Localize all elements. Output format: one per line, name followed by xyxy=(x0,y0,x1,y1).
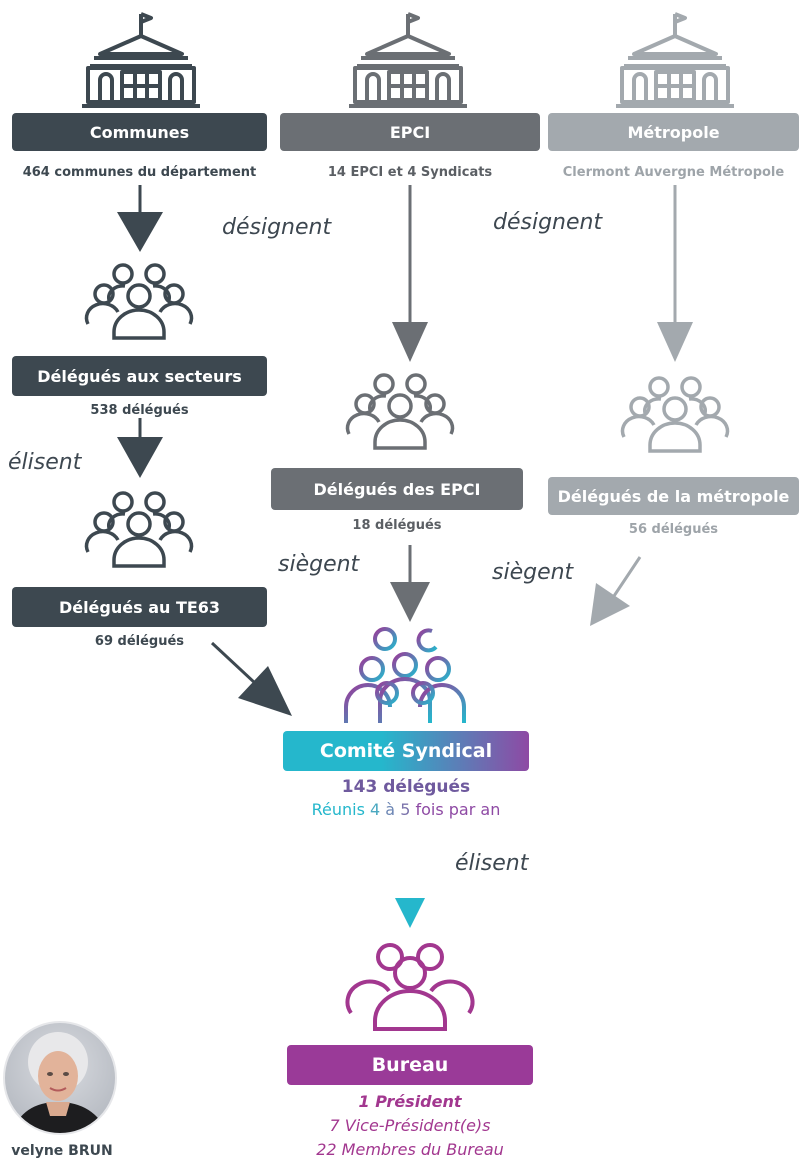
delegues-te63-label: Délégués au TE63 xyxy=(58,597,221,617)
delegues-epci-label: Délégués des EPCI xyxy=(313,479,481,499)
arrow-metropole-to-delegues xyxy=(657,185,693,362)
group-epci-icon xyxy=(345,373,455,450)
metropole-town-hall-icon xyxy=(616,12,734,108)
epci-box: EPCI xyxy=(280,113,540,151)
frequency-prefix: Réunis xyxy=(311,800,371,819)
arrow-secteurs-to-te63 xyxy=(117,418,163,478)
group-metropole-icon xyxy=(620,376,730,453)
verb-designent-left: désignent xyxy=(222,215,332,240)
epci-town-hall-icon xyxy=(349,12,467,108)
communes-box: Communes xyxy=(12,113,267,151)
delegues-secteurs-box: Délégués aux secteurs xyxy=(12,356,267,396)
arrow-epci-to-comite xyxy=(390,545,430,622)
bureau-line1: 1 Président xyxy=(358,1092,462,1111)
communes-town-hall-icon xyxy=(82,12,200,108)
delegues-te63-box: Délégués au TE63 xyxy=(12,587,267,627)
communes-caption: 464 communes du département xyxy=(22,165,257,180)
verb-siegent-left: siègent xyxy=(278,552,360,577)
frequency-n1: 4 xyxy=(370,800,381,819)
delegues-epci-box: Délégués des EPCI xyxy=(271,468,523,510)
delegues-secteurs-count: 538 délégués xyxy=(90,403,189,418)
arrow-epci-to-delegues xyxy=(392,185,428,362)
epci-label: EPCI xyxy=(389,122,431,142)
group-te63-icon xyxy=(84,491,194,568)
person-name: velyne BRUN xyxy=(11,1143,113,1159)
frequency-n2: 5 xyxy=(400,800,411,819)
bureau-line2: 7 Vice-Président(e)s xyxy=(329,1116,491,1135)
bureau-line3: 22 Membres du Bureau xyxy=(316,1140,504,1159)
comite-label: Comité Syndical xyxy=(319,740,493,762)
comite-frequency: Réunis 4 à 5 fois par an xyxy=(283,800,529,819)
comite-count: 143 délégués xyxy=(341,777,471,797)
verb-designent-right: désignent xyxy=(493,210,603,235)
communes-label: Communes xyxy=(89,122,190,142)
metropole-caption: Clermont Auvergne Métropole xyxy=(562,165,785,180)
delegues-metropole-count: 56 délégués xyxy=(628,522,719,537)
arrow-comite-to-bureau xyxy=(395,828,425,928)
verb-elisent-left: élisent xyxy=(8,450,82,475)
arrow-te63-to-comite xyxy=(210,641,292,716)
metropole-box: Métropole xyxy=(548,113,799,151)
bureau-box: Bureau xyxy=(287,1045,533,1085)
frequency-mid: à xyxy=(380,800,401,819)
metropole-label: Métropole xyxy=(627,122,720,142)
arrow-metropole-to-comite xyxy=(590,556,642,626)
delegues-te63-count: 69 délégués xyxy=(94,634,185,649)
delegues-secteurs-label: Délégués aux secteurs xyxy=(37,366,242,386)
verb-elisent-bottom: élisent xyxy=(455,851,529,876)
epci-caption: 14 EPCI et 4 Syndicats xyxy=(327,165,493,180)
delegues-epci-count: 18 délégués xyxy=(352,518,442,533)
person-photo xyxy=(3,1021,117,1135)
comite-group-icon xyxy=(344,627,466,727)
bureau-group-icon xyxy=(345,943,475,1031)
delegues-metropole-label: Délégués de la métropole xyxy=(557,486,790,506)
frequency-suffix: fois par an xyxy=(410,800,501,819)
verb-siegent-right: siègent xyxy=(492,560,574,585)
bureau-label: Bureau xyxy=(371,1054,449,1076)
delegues-metropole-box: Délégués de la métropole xyxy=(548,477,799,515)
group-secteurs-icon xyxy=(84,263,194,340)
arrow-communes-to-secteurs xyxy=(117,185,163,252)
comite-box: Comité Syndical xyxy=(283,731,529,771)
